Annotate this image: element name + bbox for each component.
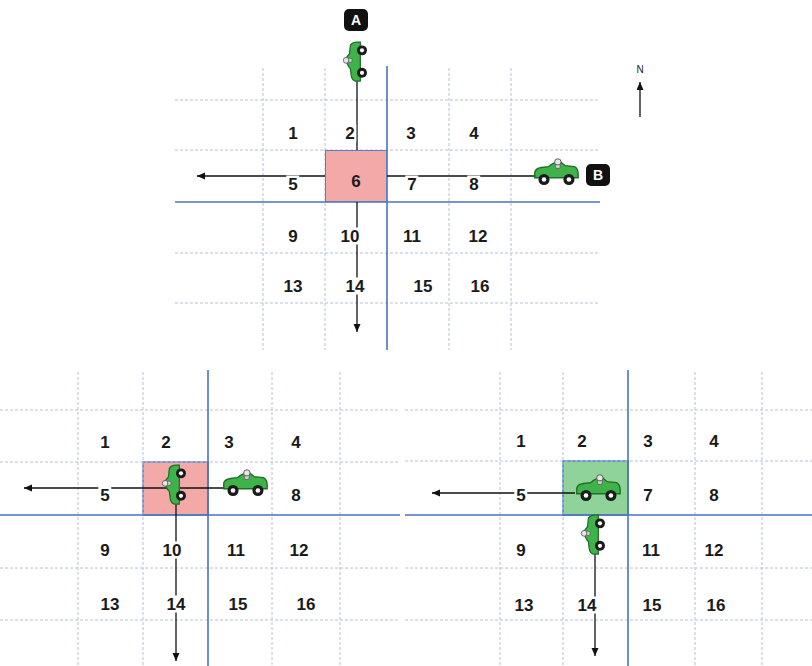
cell-number: 15 [641, 597, 664, 614]
cell-number: 2 [343, 125, 356, 142]
safe-cell [563, 461, 628, 515]
cell-number: 1 [286, 125, 299, 142]
grid-line [500, 372, 501, 666]
cell-number: 7 [641, 487, 654, 504]
grid-line [762, 372, 763, 666]
cell-number: 14 [165, 596, 188, 613]
grid-line [325, 68, 326, 350]
road-line [207, 370, 209, 666]
cell-number: 8 [707, 487, 720, 504]
cell-number: 15 [227, 596, 250, 613]
grid-line [405, 620, 812, 621]
cell-number: 5 [286, 176, 299, 193]
cell-number: 14 [344, 278, 367, 295]
path-arrow [24, 487, 238, 488]
road-left [0, 370, 400, 666]
grid-line [405, 568, 812, 569]
cell-number: 2 [575, 433, 588, 450]
cell-number: 3 [641, 433, 654, 450]
grid-line [511, 68, 512, 350]
cell-number: 4 [707, 433, 720, 450]
node-text: B [593, 168, 603, 182]
cell-number: 12 [288, 542, 311, 559]
road-top [175, 66, 600, 350]
vehicle-badge: B [586, 164, 610, 186]
car-icon [343, 42, 367, 81]
cell-number: 12 [703, 542, 726, 559]
grid-line [143, 372, 144, 666]
cell-number: 13 [99, 596, 122, 613]
car-icon [535, 159, 578, 185]
node-text: A [351, 13, 361, 27]
cell-number: 9 [98, 542, 111, 559]
cell-number: 13 [513, 597, 536, 614]
road-line [627, 370, 629, 666]
north-label: N [635, 65, 644, 75]
car-icon [162, 465, 186, 504]
cell-number: 16 [295, 596, 318, 613]
cell-number: 9 [514, 542, 527, 559]
cell-number: 3 [404, 125, 417, 142]
cell-number: 11 [640, 542, 662, 559]
cell-number: 8 [467, 176, 480, 193]
grid-line [78, 372, 79, 666]
grid-left [0, 372, 400, 666]
cell-number: 4 [467, 125, 480, 142]
cell-number: 16 [705, 597, 728, 614]
cell-number: 11 [225, 542, 247, 559]
conflict-cell: 6 [325, 150, 387, 202]
cell-number: 13 [282, 278, 305, 295]
car-icon [224, 470, 267, 496]
grid-line [695, 372, 696, 666]
cell-number: 15 [412, 278, 435, 295]
grid-line [449, 68, 450, 350]
car-icon [577, 475, 620, 501]
grid-line [340, 372, 341, 666]
road-right [405, 370, 812, 666]
node-text: 6 [349, 173, 362, 190]
cell-number: 9 [286, 228, 299, 245]
cell-number: 2 [159, 434, 172, 451]
cell-number: 3 [222, 434, 235, 451]
road-line [386, 66, 388, 350]
car-icon [581, 515, 605, 554]
grid-line [405, 410, 812, 411]
path-arrow [432, 492, 575, 493]
cell-number: 1 [98, 434, 111, 451]
grid-line [563, 372, 564, 666]
cell-number: 5 [98, 487, 111, 504]
cell-number: 1 [514, 433, 527, 450]
cell-number: 16 [469, 278, 492, 295]
cell-number: 10 [339, 228, 362, 245]
cell-number: 8 [289, 487, 302, 504]
cell-number: 5 [514, 487, 527, 504]
grid-right [405, 372, 812, 666]
vehicle-badge: A [344, 9, 368, 31]
cell-number: 4 [289, 434, 302, 451]
road-line [405, 514, 812, 516]
grid-line [272, 372, 273, 666]
grid-line [405, 461, 812, 462]
road-line [0, 514, 400, 516]
cell-number: 11 [401, 228, 423, 245]
cell-number: 7 [405, 176, 418, 193]
path-arrow [175, 478, 176, 661]
cell-number: 14 [576, 597, 599, 614]
cell-number: 12 [467, 228, 490, 245]
north-arrow [639, 82, 640, 117]
cell-number: 10 [161, 542, 184, 559]
grid-line [263, 68, 264, 350]
